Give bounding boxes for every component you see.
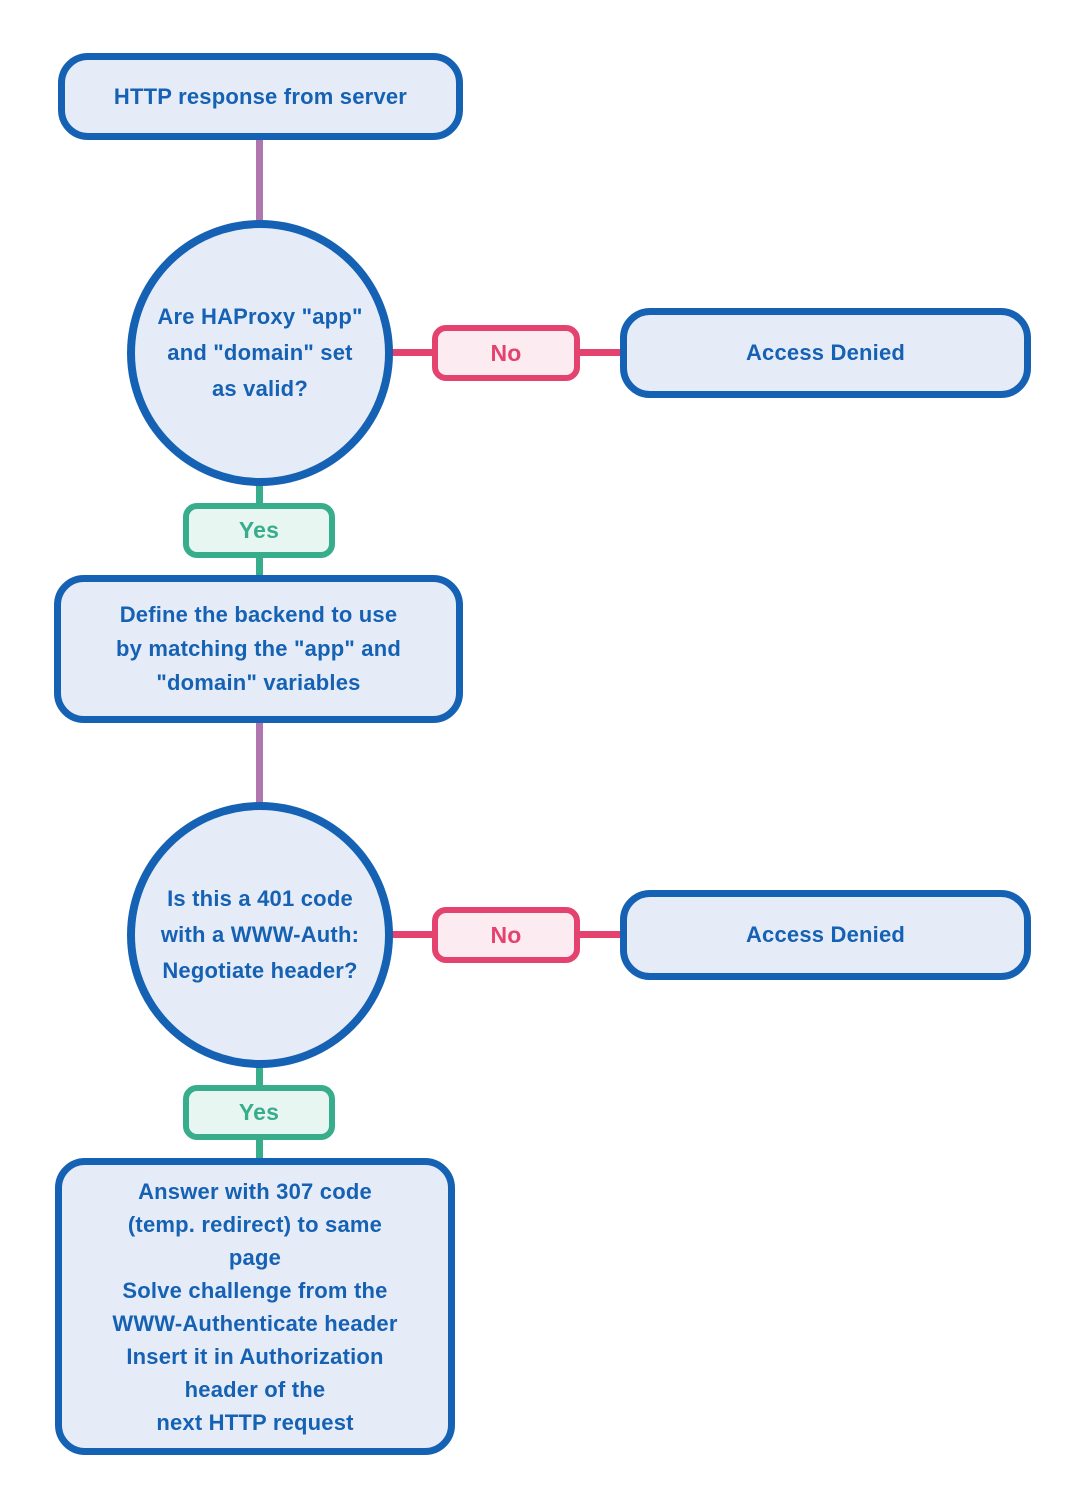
start-node: HTTP response from server bbox=[58, 53, 463, 140]
no-badge-1-label: No bbox=[490, 339, 522, 366]
no-badge-1: No bbox=[432, 325, 580, 381]
yes-badge-1-label: Yes bbox=[238, 517, 280, 543]
yes-badge-2-label: Yes bbox=[238, 1099, 280, 1125]
decision-401-circle: Is this a 401 code with a WWW-Auth: Nego… bbox=[127, 802, 393, 1068]
decision-app-domain-circle: Are HAProxy "app" and "domain" set as va… bbox=[127, 220, 393, 486]
connector-no1-to-denied1 bbox=[578, 349, 622, 356]
access-denied-box-2: Access Denied bbox=[620, 890, 1031, 980]
connector-decision1-to-no1 bbox=[390, 349, 432, 356]
access-denied-box-1: Access Denied bbox=[620, 308, 1031, 398]
connector-process1-to-decision2 bbox=[256, 721, 263, 805]
connector-no2-to-denied2 bbox=[578, 931, 622, 938]
connector-yes1-to-process1 bbox=[256, 556, 263, 580]
decision-app-domain-label: Are HAProxy "app" and "domain" set as va… bbox=[157, 304, 363, 401]
access-denied-2-label: Access Denied bbox=[745, 922, 906, 947]
connector-start-to-decision1 bbox=[256, 138, 263, 222]
define-backend-box: Define the backend to use by matching th… bbox=[54, 575, 463, 723]
yes-badge-2: Yes bbox=[183, 1085, 335, 1140]
no-badge-2-label: No bbox=[490, 921, 522, 948]
connector-decision2-to-no2 bbox=[390, 931, 432, 938]
access-denied-1-label: Access Denied bbox=[745, 340, 906, 365]
yes-badge-1: Yes bbox=[183, 503, 335, 558]
define-backend-label: Define the backend to use by matching th… bbox=[116, 602, 401, 695]
start-node-label: HTTP response from server bbox=[113, 83, 408, 109]
decision-401-label: Is this a 401 code with a WWW-Auth: Nego… bbox=[160, 886, 360, 983]
connector-decision1-to-yes1 bbox=[256, 484, 263, 506]
connector-yes2-to-process2 bbox=[256, 1138, 263, 1162]
connector-decision2-to-yes2 bbox=[256, 1066, 263, 1088]
answer-307-label: Answer with 307 code (temp. redirect) to… bbox=[112, 1178, 398, 1435]
answer-307-box: Answer with 307 code (temp. redirect) to… bbox=[55, 1158, 455, 1455]
no-badge-2: No bbox=[432, 907, 580, 963]
